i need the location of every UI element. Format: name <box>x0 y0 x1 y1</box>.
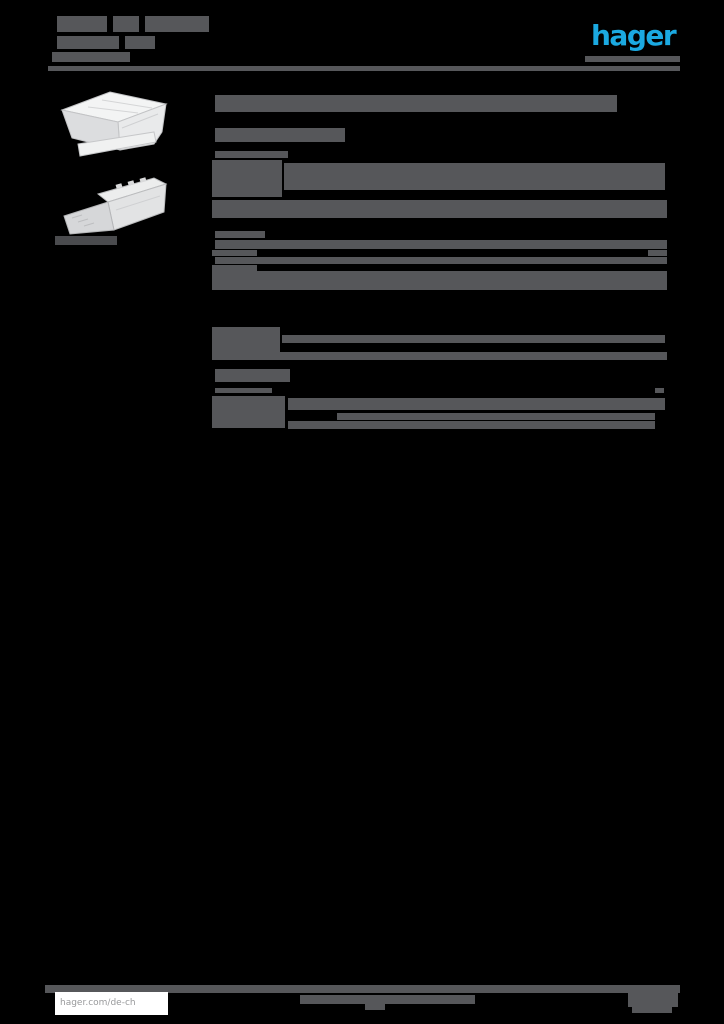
section4-band-b <box>337 413 655 420</box>
section2-row-right <box>648 250 667 256</box>
section1-label <box>215 151 288 158</box>
header-title-line1-seg1 <box>57 16 107 32</box>
section2-row-left <box>212 250 257 256</box>
header-title-line1-seg2 <box>113 16 139 32</box>
section4-band-a <box>288 398 665 410</box>
header-title-line1-seg3 <box>145 16 209 32</box>
logo-underline <box>585 56 680 62</box>
section4-band-c <box>288 421 655 429</box>
footer-top-band <box>45 985 680 993</box>
header-title-line2-seg2 <box>125 36 155 49</box>
section3-left-block <box>212 327 280 352</box>
clamp-angled-view-illustration <box>63 177 168 235</box>
footer-right-block-b <box>632 1007 672 1013</box>
product-image-2 <box>58 176 170 240</box>
section4-subheader <box>215 388 272 393</box>
clamp-top-view-illustration <box>60 91 168 157</box>
section2-band-b <box>215 257 667 264</box>
section4-header <box>215 369 290 382</box>
header-rule <box>48 66 680 71</box>
section2-band-c <box>212 271 667 290</box>
header-title-line3 <box>52 52 130 62</box>
header-title-line2-seg1 <box>57 36 119 49</box>
product-title-bar <box>215 95 617 112</box>
section1-left-block <box>212 160 282 197</box>
section2-label <box>215 231 265 238</box>
footer-center-descender <box>365 1004 385 1010</box>
section4-subheader-right <box>655 388 664 393</box>
section4-left-block <box>212 396 285 428</box>
section1-band-a <box>284 163 665 190</box>
section1-band-b <box>212 200 667 218</box>
footer-center-text <box>300 995 475 1004</box>
section3-band-b <box>212 352 667 360</box>
footer-url-box[interactable]: hager.com/de-ch <box>55 992 168 1015</box>
section3-band-a <box>282 335 665 343</box>
product-subtitle-bar <box>215 128 345 142</box>
section2-band-a <box>215 240 667 249</box>
product-image-1 <box>58 88 168 164</box>
section2-row-left2 <box>212 265 257 271</box>
hager-logo: hager <box>591 19 677 52</box>
image-caption-block <box>55 236 117 245</box>
footer-right-block-a <box>628 993 678 1007</box>
